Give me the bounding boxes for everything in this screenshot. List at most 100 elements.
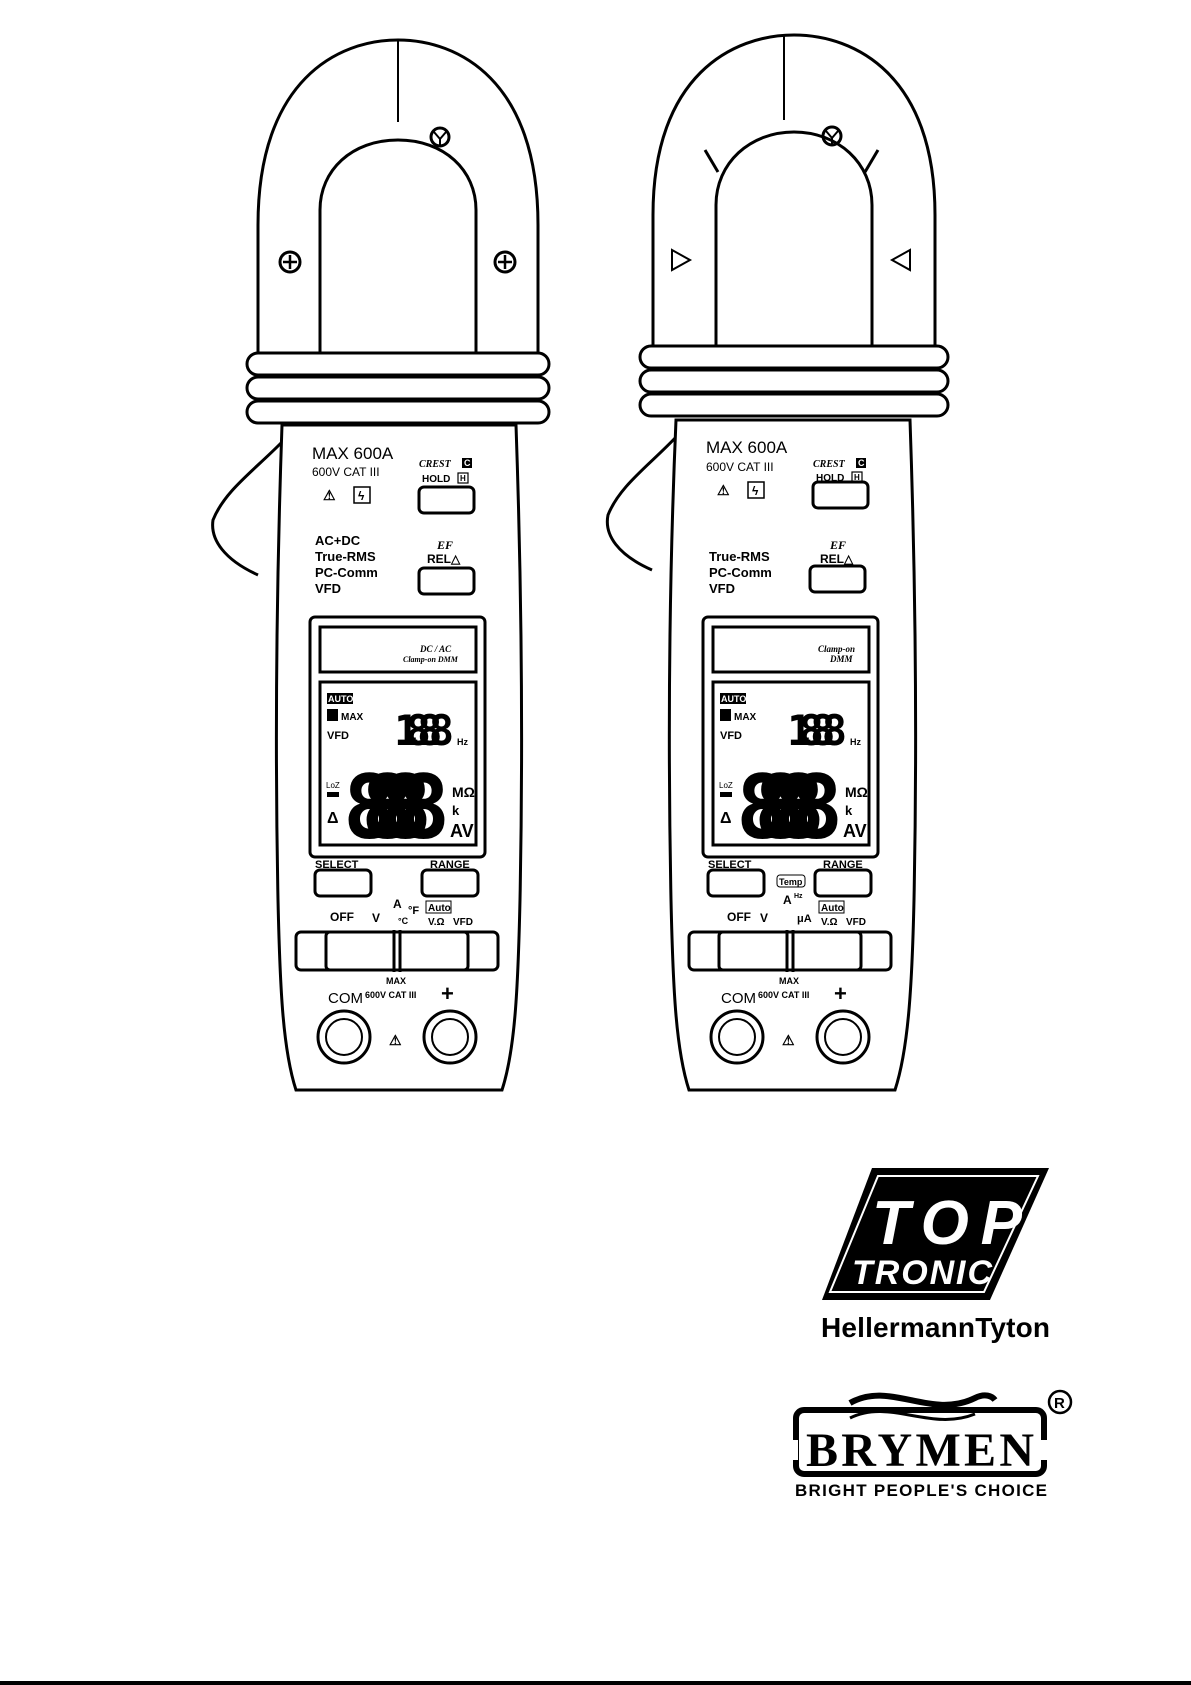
- left-rotary-switch[interactable]: [324, 930, 470, 972]
- left-plus-label: +: [441, 981, 454, 1006]
- right-unit-0: MΩ: [845, 784, 868, 800]
- right-ef-rel-button[interactable]: [808, 564, 867, 594]
- left-lcd-loz: LoZ: [326, 781, 340, 790]
- right-select-label: SELECT: [708, 859, 752, 871]
- right-rel-label: REL△: [820, 552, 854, 566]
- left-term-max: MAX: [386, 976, 406, 986]
- right-lcd-loz: LoZ: [719, 781, 733, 790]
- svg-text:ϟ: ϟ: [752, 484, 759, 498]
- left-dial-auto: Auto: [428, 903, 451, 914]
- left-clamp-meter: [211, 38, 551, 1092]
- left-range-label: RANGE: [430, 859, 470, 871]
- right-com-terminal[interactable]: [709, 1009, 765, 1065]
- left-lcd-big-digits: 8.8.8.8: [343, 756, 450, 859]
- right-plus-terminal[interactable]: [815, 1009, 871, 1065]
- right-dial-auto: Auto: [821, 903, 844, 914]
- left-dial-vfd: VFD: [453, 917, 473, 928]
- left-select-label: SELECT: [315, 859, 359, 871]
- left-dial-a: A: [393, 897, 402, 911]
- right-plus-label: +: [834, 981, 847, 1006]
- right-max-rating: MAX 600A: [706, 438, 788, 457]
- svg-text:⚠: ⚠: [389, 1032, 402, 1048]
- left-label-line1: DC / AC: [419, 644, 452, 654]
- left-max-rating: MAX 600A: [312, 444, 394, 463]
- right-dial-temp: Temp: [779, 877, 803, 887]
- right-dial-hz: Hz: [794, 893, 803, 900]
- right-dial-a: A: [783, 893, 792, 907]
- right-dial-vfd: VFD: [846, 917, 866, 928]
- left-dial-f: °F: [408, 905, 419, 917]
- left-com-terminal[interactable]: [316, 1009, 372, 1065]
- right-hold-label: HOLD: [816, 473, 844, 484]
- right-unit-1: k: [845, 803, 853, 818]
- svg-text:Δ: Δ: [720, 810, 732, 827]
- registered-mark: R: [1054, 1395, 1065, 1412]
- svg-text:⚠: ⚠: [782, 1032, 795, 1048]
- right-trigger: [605, 433, 680, 572]
- left-hold-label: HOLD: [422, 474, 450, 485]
- right-crest-hold-button[interactable]: [811, 480, 870, 510]
- toptronic-line2: TRONIC: [852, 1254, 992, 1292]
- right-crest-label: CREST: [813, 459, 846, 470]
- right-lcd-max: MAX: [734, 712, 757, 723]
- right-dial-v: V: [760, 911, 768, 925]
- right-rotary-switch[interactable]: [717, 930, 863, 972]
- right-com-label: COM: [721, 990, 756, 1007]
- left-dial-off: OFF: [330, 910, 354, 924]
- left-select-button[interactable]: [313, 868, 373, 898]
- right-feature-0: True-RMS: [709, 549, 770, 564]
- left-crest-hold-button[interactable]: [417, 485, 476, 515]
- left-dial-vohm: V.Ω: [428, 917, 445, 928]
- left-unit-1: k: [452, 803, 460, 818]
- left-dial-v: V: [372, 911, 380, 925]
- left-feature-2: PC-Comm: [315, 565, 378, 580]
- brymen-tagline: BRIGHT PEOPLE'S CHOICE: [795, 1481, 1047, 1500]
- toptronic-logo: TOP TRONIC HellermannTyton: [821, 1168, 1050, 1343]
- left-feature-3: VFD: [315, 581, 341, 596]
- svg-text:C: C: [464, 458, 471, 468]
- left-ef-rel-button[interactable]: [417, 566, 476, 596]
- brymen-wordmark: BRYMEN: [806, 1424, 1034, 1477]
- left-crest-label: CREST: [419, 459, 452, 470]
- right-select-button[interactable]: [706, 868, 766, 898]
- left-label-line2: Clamp-on DMM: [403, 655, 459, 664]
- left-dial-c: °C: [398, 916, 409, 926]
- left-meter-text: MAX 600A 600V CAT III ⚠ ϟ CREST C HOLD H…: [312, 444, 475, 1048]
- left-unit-0: MΩ: [452, 784, 475, 800]
- svg-text:⚠: ⚠: [717, 482, 730, 498]
- right-meter-text: MAX 600A 600V CAT III ⚠ ϟ CREST C HOLD H…: [706, 438, 868, 1048]
- left-unit-2: AV: [450, 821, 474, 841]
- right-cat-rating: 600V CAT III: [706, 460, 774, 474]
- bottom-rule: [0, 1681, 1191, 1685]
- left-com-label: COM: [328, 990, 363, 1007]
- left-lcd-auto: AUTO: [328, 694, 353, 704]
- right-arrow-mark-r: [889, 248, 911, 272]
- right-lcd-auto: AUTO: [721, 694, 746, 704]
- left-feature-1: True-RMS: [315, 549, 376, 564]
- left-rel-label: REL△: [427, 552, 461, 566]
- left-lcd-screen: [318, 680, 478, 847]
- svg-text:ϟ: ϟ: [358, 489, 365, 503]
- right-feature-1: PC-Comm: [709, 565, 772, 580]
- left-lcd-max: MAX: [341, 712, 364, 723]
- right-lcd-hz: Hz: [850, 737, 861, 747]
- svg-text:⚠: ⚠: [323, 487, 336, 503]
- right-dial-ua: μA: [797, 913, 812, 925]
- right-dial-off: OFF: [727, 910, 751, 924]
- left-lcd-hz: Hz: [457, 737, 468, 747]
- left-feature-0: AC+DC: [315, 533, 361, 548]
- right-range-button[interactable]: [813, 868, 873, 898]
- right-ef-label: EF: [829, 538, 846, 552]
- right-lcd-small-digits: 1.8.8.8: [787, 706, 847, 755]
- brymen-logo: BRYMEN R BRIGHT PEOPLE'S CHOICE: [790, 1389, 1073, 1500]
- right-lcd-vfd: VFD: [720, 730, 742, 742]
- left-plus-terminal[interactable]: [422, 1009, 478, 1065]
- svg-text:H: H: [460, 474, 466, 483]
- left-range-button[interactable]: [420, 868, 480, 898]
- right-clamp-meter: [605, 33, 950, 1092]
- left-plus-mark-r: [493, 250, 517, 274]
- right-term-max: MAX: [779, 976, 799, 986]
- right-unit-2: AV: [843, 821, 867, 841]
- left-lcd-vfd: VFD: [327, 730, 349, 742]
